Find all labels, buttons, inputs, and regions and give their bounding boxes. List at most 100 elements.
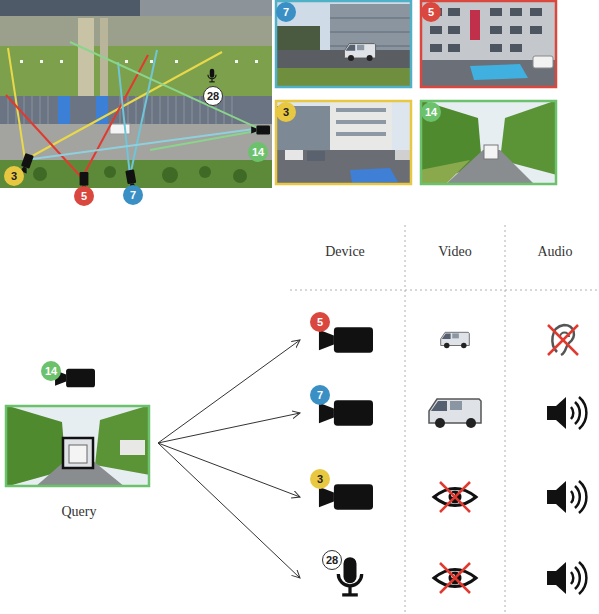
speaker-icon (547, 481, 586, 513)
aerial-map (6, 42, 262, 178)
aerial-map (0, 46, 272, 96)
aerial-map (25, 128, 262, 160)
device-node: 7 (300, 381, 380, 445)
device-node: 5 (300, 308, 380, 372)
photo-thumbnail (420, 160, 470, 185)
arrow-connector (158, 340, 300, 443)
photo-thumbnail (275, 68, 412, 88)
aerial-map (118, 62, 130, 176)
callout-number: 14 (41, 361, 61, 381)
query-photo (120, 440, 145, 455)
callout-number: 14 (421, 102, 441, 122)
aerial-map (150, 60, 153, 63)
arrow-connector (158, 443, 300, 578)
aerial-map (224, 96, 225, 124)
photo-thumbnail (421, 1, 556, 87)
blind-eye-icon (434, 563, 476, 593)
callout-number: 7 (310, 385, 330, 405)
aerial-map (24, 96, 25, 124)
photo-thumbnail (330, 32, 412, 33)
photo-thumbnail (490, 8, 502, 16)
aerial-map (0, 0, 140, 16)
photo-thumbnail (336, 120, 386, 124)
photo-thumbnail (275, 100, 412, 185)
photo-thumbnail (275, 100, 412, 185)
aerial-map (20, 60, 258, 63)
callout-number: 3 (310, 469, 330, 489)
aerial-map (0, 0, 272, 191)
aerial-map (128, 96, 129, 124)
aerial-map (8, 48, 25, 160)
aerial-map (58, 96, 70, 124)
aerial-map (0, 0, 272, 188)
table-grid (290, 225, 599, 614)
photo-thumbnail (421, 101, 556, 184)
aerial-map (110, 124, 130, 134)
deaf-ear-icon (548, 325, 578, 355)
photo-thumbnail (350, 168, 398, 183)
table-grid (505, 225, 506, 614)
aerial-map (40, 60, 43, 63)
photo-thumbnail (530, 8, 542, 16)
aerial-map (0, 16, 272, 46)
photo-thumbnail (420, 0, 557, 88)
photo-thumbnail (330, 18, 412, 46)
aerial-map (40, 96, 41, 124)
photo-thumbnail (275, 50, 412, 70)
aerial-map (125, 60, 128, 63)
blind-eye-icon (434, 482, 476, 512)
query-photo (5, 405, 150, 487)
callout-number: 3 (4, 166, 24, 186)
aerial-map (176, 96, 177, 124)
query-photo (63, 438, 93, 468)
table-grid (290, 290, 599, 291)
photo-thumbnail (490, 26, 502, 34)
photo-thumbnail (285, 150, 303, 160)
photo-thumbnail (430, 44, 442, 52)
callout-number: 28 (322, 550, 342, 570)
photo-thumbnail (275, 0, 412, 88)
photo-thumbnail (420, 0, 557, 88)
photo-thumbnail (395, 150, 410, 160)
aerial-map (152, 96, 153, 124)
photo-thumbnail (276, 101, 411, 184)
photo-thumbnail (484, 145, 498, 159)
arrow-connector (158, 443, 300, 497)
aerial-map (192, 96, 193, 124)
aerial-map (168, 96, 169, 124)
aerial-map (160, 96, 161, 124)
photo-thumbnail (307, 151, 325, 161)
camera-icon (319, 484, 373, 509)
aerial-map (200, 96, 201, 124)
aerial-map (150, 130, 262, 150)
photo-thumbnail (276, 1, 411, 87)
aerial-map (20, 60, 23, 63)
column-header: Video (405, 244, 505, 260)
aerial-map (6, 95, 82, 178)
callout-number: 7 (276, 2, 296, 22)
aerial-map (0, 160, 272, 188)
van-icon (429, 399, 481, 428)
photo-thumbnail (490, 44, 502, 52)
callout-number: 7 (123, 185, 143, 205)
aerial-map (104, 166, 116, 178)
aerial-map (251, 126, 270, 135)
photo-thumbnail (448, 44, 460, 52)
query-photo (69, 445, 87, 463)
photo-thumbnail (420, 100, 557, 185)
query-photo (5, 405, 150, 487)
callout-number: 5 (421, 2, 441, 22)
arrow-connector (158, 413, 300, 443)
aerial-map (78, 18, 94, 96)
photo-thumbnail (336, 108, 386, 136)
aerial-map (32, 96, 33, 124)
aerial-map (175, 60, 178, 63)
aerial-map (255, 60, 258, 63)
aerial-map (60, 60, 63, 63)
speaker-icon (547, 397, 586, 429)
aerial-map (48, 96, 49, 124)
photo-thumbnail (470, 64, 528, 80)
photo-thumbnail (275, 26, 320, 50)
